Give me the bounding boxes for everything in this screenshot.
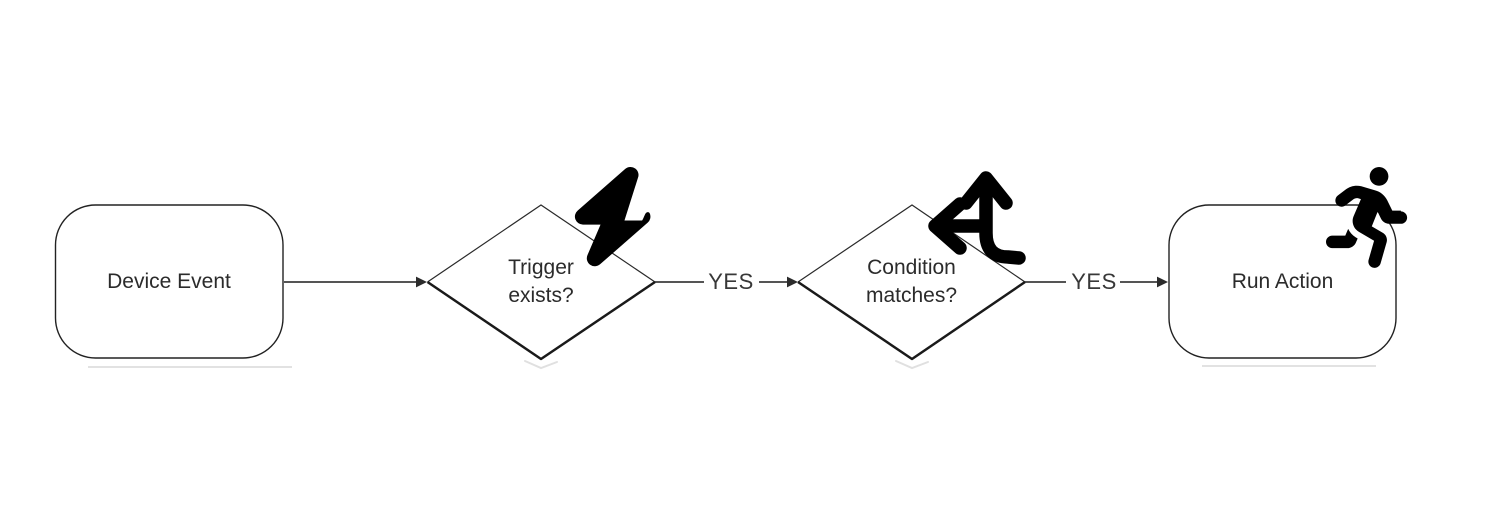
shadow-trigger-exists — [524, 360, 558, 370]
shape-shadows — [88, 360, 1376, 370]
arrowhead-icon — [787, 276, 798, 288]
arrow-stem — [979, 177, 1026, 265]
person-running-icon — [1326, 167, 1408, 268]
edge-condition-to-action — [1025, 276, 1168, 288]
shadow-condition-matches — [895, 360, 929, 370]
left-arrowhead — [928, 197, 967, 255]
edge-device-to-trigger — [284, 276, 427, 288]
arrowhead-icon — [416, 276, 427, 288]
split-arrows-icon — [928, 171, 1026, 265]
diamond-bottom-edges — [797, 280, 1026, 361]
diamond-bottom-edges — [426, 280, 656, 361]
lightning-bolt-icon — [574, 166, 651, 267]
node-device-event — [54, 204, 284, 359]
edge-trigger-to-condition — [655, 276, 798, 288]
arrowhead-icon — [1157, 276, 1168, 288]
